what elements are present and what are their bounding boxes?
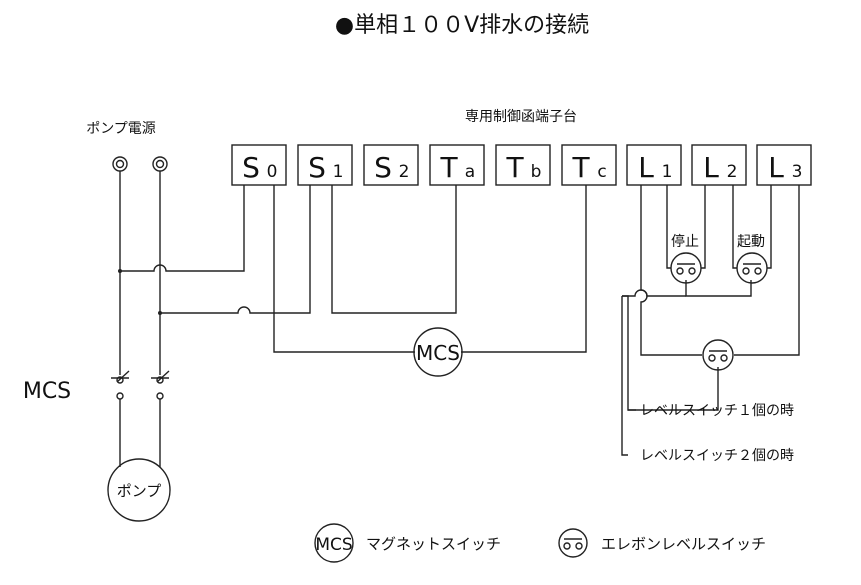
stop-label: 停止 xyxy=(671,233,699,250)
terminal-s0-letter: S xyxy=(242,151,260,184)
mcs-contact-left xyxy=(111,370,130,467)
terminal-l2: L 2 xyxy=(691,144,747,186)
terminal-ta-letter: T xyxy=(439,151,458,184)
legend-mcs-symbol-label: MCS xyxy=(315,535,352,555)
terminal-l3-sub: 3 xyxy=(792,162,803,182)
power-terminal-right xyxy=(152,156,168,172)
level-switch-stop xyxy=(670,252,702,284)
power-source-label: ポンプ電源 xyxy=(86,121,156,137)
mcs-coil: MCS xyxy=(413,327,463,377)
wire-mcs-s0 xyxy=(273,185,415,353)
power-terminal-left xyxy=(112,156,128,172)
legend-level-text: エレボンレベルスイッチ xyxy=(601,535,766,553)
terminal-tc-sub: c xyxy=(597,162,606,182)
terminal-s2-letter: S xyxy=(374,151,392,184)
legend: MCS マグネットスイッチ エレボンレベルスイッチ xyxy=(314,523,766,563)
start-label: 起動 xyxy=(737,234,765,250)
terminal-l2-letter: L xyxy=(703,151,719,184)
terminal-s1: S 1 xyxy=(297,144,353,186)
terminal-s0-sub: 0 xyxy=(267,162,278,182)
terminal-l2-sub: 2 xyxy=(727,162,738,182)
terminal-l1-sub: 1 xyxy=(662,162,673,182)
pump-motor: ポンプ xyxy=(107,458,171,522)
terminal-s2: S 2 xyxy=(363,144,419,186)
wire-s0 xyxy=(120,185,245,272)
wire-s1-ta xyxy=(331,185,457,314)
pump-label: ポンプ xyxy=(117,482,162,500)
terminal-s1-letter: S xyxy=(308,151,326,184)
terminal-block-label: 専用制御函端子台 xyxy=(465,109,577,125)
legend-mcs-symbol: MCS xyxy=(314,523,354,563)
terminal-tc: T c xyxy=(561,144,617,186)
legend-level-switch-symbol xyxy=(558,528,588,558)
mcs-coil-label: MCS xyxy=(416,341,460,365)
terminal-tb-letter: T xyxy=(505,151,524,184)
note-two-switch: レベルスイッチ２個の時 xyxy=(640,448,794,464)
terminal-s2-sub: 2 xyxy=(399,162,410,182)
terminal-ta-sub: a xyxy=(465,162,475,182)
terminal-tb-sub: b xyxy=(531,162,542,182)
terminal-block: S 0 S 1 S 2 T a T b T c L xyxy=(231,144,812,186)
terminal-l3-letter: L xyxy=(768,151,784,184)
level-switch-single xyxy=(702,339,734,371)
wire-s1-power xyxy=(160,185,311,314)
note-one-switch: レベルスイッチ１個の時 xyxy=(640,403,794,419)
level-switch-wires xyxy=(621,185,800,456)
wire-tc-mcs xyxy=(461,185,587,353)
mcs-contact-right xyxy=(151,370,170,467)
power-wires xyxy=(118,171,162,375)
terminal-l1: L 1 xyxy=(626,144,682,186)
terminal-ta: T a xyxy=(429,144,485,186)
level-switch-start xyxy=(736,252,768,284)
terminal-tc-letter: T xyxy=(571,151,590,184)
terminal-l3: L 3 xyxy=(756,144,812,186)
terminal-s0: S 0 xyxy=(231,144,287,186)
terminal-l1-letter: L xyxy=(638,151,654,184)
legend-mcs-text: マグネットスイッチ xyxy=(366,535,501,553)
terminal-tb: T b xyxy=(495,144,551,186)
diagram-title: ●単相１００V排水の接続 xyxy=(335,13,589,38)
mcs-contact-label: MCS xyxy=(23,379,71,404)
terminal-s1-sub: 1 xyxy=(333,162,344,182)
